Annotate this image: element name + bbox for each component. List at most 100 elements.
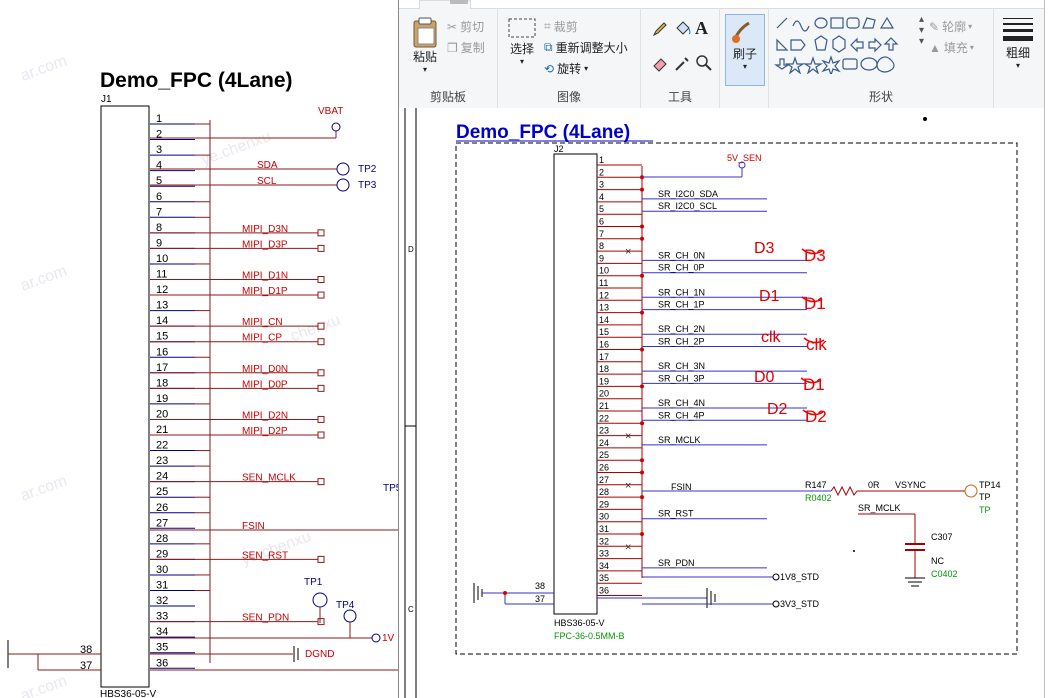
pencil-tool[interactable]	[651, 20, 669, 38]
right-net-label-ch2p: SR_CH_2P	[658, 337, 705, 347]
left-connector-body	[100, 105, 150, 688]
magnifier-tool[interactable]	[695, 54, 713, 72]
copy-icon: ❐	[447, 40, 458, 55]
paste-dropdown-icon[interactable]: ▾	[422, 65, 427, 74]
fill-dropdown-icon[interactable]: ▾	[969, 43, 974, 52]
left-net-label-mipi_d1n: MIPI_D1N	[242, 271, 288, 282]
outline-label: 轮廓	[942, 20, 967, 34]
left-pin-number: 8	[156, 222, 162, 234]
scribble-stroke	[801, 248, 823, 255]
left-pin-number: 1	[156, 113, 162, 125]
clipboard-group: 粘贴 ▾ ✂剪切 ❐复制 剪贴板	[399, 8, 498, 108]
left-dgnd-label: DGND	[305, 649, 334, 660]
brushes-dropdown-icon[interactable]: ▾	[742, 62, 747, 71]
scroll-down-icon[interactable]: ▾	[919, 25, 925, 36]
left-tp3	[336, 178, 350, 192]
r0r-label: 0R	[868, 480, 880, 490]
right-net-label-scl: SR_I2C0_SCL	[658, 201, 717, 211]
select-dropdown-icon[interactable]: ▾	[519, 57, 524, 66]
fill-tool[interactable]	[673, 20, 691, 38]
left-net-port	[317, 276, 325, 283]
fill-button[interactable]: ▲填充▾	[929, 39, 974, 56]
expand-gallery-icon[interactable]: ▾	[919, 36, 925, 47]
eraser-tool[interactable]	[651, 54, 669, 72]
right-pin-number: 13	[599, 303, 609, 313]
right-pin-number: 6	[599, 217, 604, 227]
tools-group: A 工具	[641, 8, 720, 108]
right-pin-number: 10	[599, 266, 609, 276]
clipboard-group-label: 剪贴板	[429, 90, 466, 104]
left-pin-number: 9	[156, 237, 162, 249]
sr-mclk2-label: SR_MCLK	[858, 503, 901, 513]
right-net-label-mclk: SR_MCLK	[658, 435, 701, 445]
tp-footprint-label: TP	[979, 505, 991, 515]
right-net-label-ch3p: SR_CH_3P	[658, 373, 705, 383]
rotate-dropdown-icon[interactable]: ▾	[584, 64, 589, 73]
crop-button[interactable]: ⌗裁剪	[544, 18, 578, 35]
left-pin-number: 18	[156, 377, 168, 389]
right-net-label-ch0p: SR_CH_0P	[658, 263, 705, 273]
handwritten-label: D0	[754, 369, 775, 386]
shapes-gallery[interactable]	[773, 14, 921, 74]
canvas-dot	[853, 550, 855, 552]
text-tool[interactable]: A	[695, 18, 708, 39]
r147-label: R147	[805, 480, 827, 490]
left-net-port	[317, 229, 325, 237]
r0402-label: R0402	[805, 493, 832, 503]
resize-button[interactable]: ⧉重新调整大小	[544, 39, 628, 56]
left-tp5-label: TP5	[383, 483, 400, 494]
left-net-label-sen_rst: SEN_RST	[242, 550, 288, 561]
right-net-label-ch1p: SR_CH_1P	[658, 300, 705, 310]
right-pin-number: 33	[599, 549, 609, 559]
rotate-button[interactable]: ⟲旋转▾	[544, 60, 588, 77]
select-label: 选择	[509, 42, 534, 56]
no-connect-mark: ×	[625, 480, 631, 492]
shapes-scroll[interactable]: ▴▾▾	[919, 14, 924, 47]
select-button[interactable]: 选择 ▾	[504, 16, 540, 66]
left-net-port	[317, 431, 325, 439]
left-net-label-mipi_d0p: MIPI_D0P	[242, 379, 288, 390]
right-pin-number: 7	[599, 229, 604, 239]
scroll-up-icon[interactable]: ▴	[919, 14, 925, 25]
cut-button[interactable]: ✂剪切	[447, 18, 484, 35]
left-net-port	[317, 338, 325, 346]
left-net-label-mipi_d3n: MIPI_D3N	[242, 224, 288, 235]
left-net-label-mipi_cn: MIPI_CN	[242, 317, 283, 328]
right-pin-number: 31	[599, 524, 609, 534]
outline-dropdown-icon[interactable]: ▾	[968, 22, 973, 31]
copy-button[interactable]: ❐复制	[447, 39, 485, 56]
c0402-label: C0402	[931, 569, 958, 579]
right-pin-number: 29	[599, 499, 609, 509]
outline-button[interactable]: ✎轮廓▾	[929, 18, 972, 35]
brushes-button[interactable]: 刷子 ▾	[725, 14, 765, 86]
right-pin-number: 1	[599, 155, 604, 165]
left-fsin-label: FSIN	[242, 521, 265, 532]
right-pin-number: 3	[599, 180, 604, 190]
left-net-label-mipi_d0n: MIPI_D0N	[242, 364, 288, 375]
right-pin-number: 36	[599, 586, 609, 596]
size-button[interactable]: 粗细 ▾	[1000, 14, 1036, 70]
left-net-port	[317, 384, 325, 392]
left-pin-number: 7	[156, 206, 162, 218]
left-pin-number: 28	[156, 533, 168, 545]
color-picker-tool[interactable]	[673, 54, 691, 72]
left-net-label-mipi_d3p: MIPI_D3P	[242, 239, 288, 250]
left-sda-label: SDA	[257, 160, 278, 171]
left-pin-number: 27	[156, 517, 168, 529]
right-pin-number: 34	[599, 561, 609, 571]
right-pin-number: 28	[599, 487, 609, 497]
paste-button[interactable]: 粘贴 ▾	[407, 16, 443, 74]
shapes-group: ▴▾▾ ✎轮廓▾ ▲填充▾ 形状	[769, 8, 994, 108]
scribbled-label: clk	[806, 335, 827, 354]
scribble-stroke	[801, 296, 823, 303]
paint-canvas[interactable]: D C Demo_FPC (4Lane) J2 HBS36-05-V FPC-3…	[399, 108, 1044, 698]
tp14-circle	[964, 484, 978, 498]
tab-home[interactable]	[419, 0, 471, 9]
crop-label: 裁剪	[553, 20, 578, 34]
left-pin-number: 13	[156, 300, 168, 312]
right-pin-number: 11	[599, 278, 608, 288]
size-dropdown-icon[interactable]: ▾	[1015, 61, 1020, 70]
scribbled-label: D1	[804, 294, 826, 313]
right-schematic-svg: D C Demo_FPC (4Lane) J2 HBS36-05-V FPC-3…	[404, 108, 1018, 698]
left-net-port	[317, 291, 325, 299]
